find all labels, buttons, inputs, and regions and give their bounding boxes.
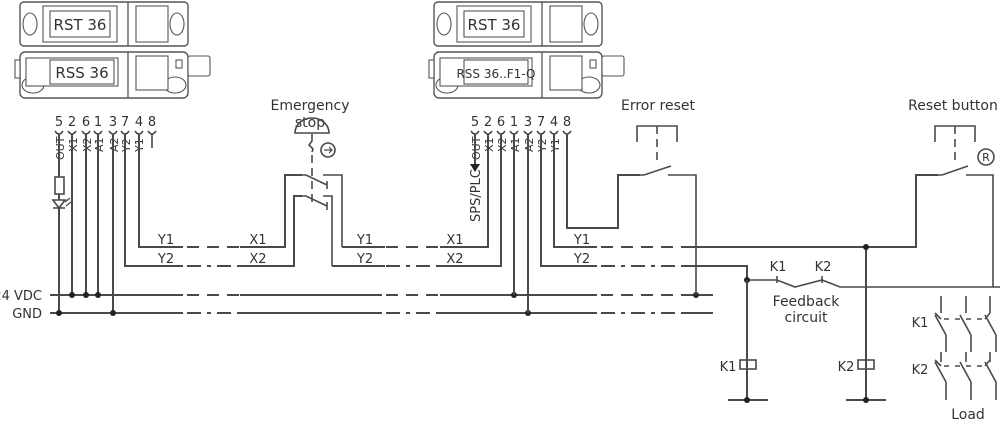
feedback-title-2: circuit bbox=[785, 310, 828, 326]
pin-number: 1 bbox=[94, 115, 102, 130]
signal-label-y2: Y2 bbox=[356, 252, 373, 267]
right-signal-lines: Y1 Y2 bbox=[573, 174, 938, 280]
relay-coil-k2-icon bbox=[857, 359, 875, 370]
pin-name: X1 bbox=[67, 137, 80, 152]
rail-label-24vdc: 24 VDC bbox=[0, 289, 42, 304]
pin-number: 3 bbox=[524, 115, 532, 130]
pin-number: 2 bbox=[484, 115, 492, 130]
device-right: RST 36 RSS 36..F1-Q bbox=[428, 1, 625, 99]
signal-label-x1: X1 bbox=[249, 233, 266, 248]
feedback-k2-label: K2 bbox=[815, 260, 832, 275]
pin-name: X2 bbox=[81, 137, 94, 152]
pin-number: 5 bbox=[471, 115, 479, 130]
pin-name: A1 bbox=[509, 137, 522, 152]
pin-name: X2 bbox=[496, 137, 509, 152]
pin-name: X1 bbox=[483, 137, 496, 152]
pin-name: Y2 bbox=[536, 138, 549, 153]
actuator-label-left: RST 36 bbox=[54, 16, 107, 34]
mushroom-head-icon bbox=[294, 117, 330, 134]
signal-label-y1: Y1 bbox=[356, 233, 373, 248]
pin-number: 5 bbox=[55, 115, 63, 130]
pin-name: A1 bbox=[93, 137, 106, 152]
left-wires bbox=[51, 134, 183, 313]
sensor-label-left: RSS 36 bbox=[55, 64, 108, 82]
pin-number: 4 bbox=[135, 115, 143, 130]
pin-number: 4 bbox=[550, 115, 558, 130]
pin-name: A2 bbox=[523, 137, 536, 152]
rail-label-gnd: GND bbox=[12, 307, 42, 322]
relay-coils: K1 K2 bbox=[720, 244, 886, 403]
estop-title: Emergency bbox=[271, 98, 350, 114]
sensor-rss36-f1q-right: RSS 36..F1-Q bbox=[428, 51, 625, 99]
pin-number: 7 bbox=[537, 115, 545, 130]
actuator-label-right: RST 36 bbox=[468, 16, 521, 34]
error-reset-title: Error reset bbox=[621, 98, 696, 114]
pin-number: 6 bbox=[82, 115, 90, 130]
signal-label-x2: X2 bbox=[249, 252, 266, 267]
signal-label-y1: Y1 bbox=[157, 233, 174, 248]
left-signal-lines: Y1 Y2 X1 X2 bbox=[157, 174, 302, 267]
pin-number: 6 bbox=[497, 115, 505, 130]
signal-label-x2: X2 bbox=[446, 252, 463, 267]
latching-arrow-icon bbox=[320, 142, 336, 158]
reset-r-icon bbox=[977, 148, 995, 166]
signal-label-y1: Y1 bbox=[573, 233, 590, 248]
load-contacts: K1 K2 Load bbox=[912, 296, 997, 423]
reset-button-title: Reset button bbox=[908, 98, 998, 114]
right-pin-header: 5 2 6 1 3 7 4 8 OUT X1 X2 A1 A2 Y2 Y1 SP… bbox=[469, 115, 640, 313]
reset-r-symbol: R bbox=[982, 151, 990, 164]
pin-number: 7 bbox=[121, 115, 129, 130]
reset-button-switch: Reset button R bbox=[908, 98, 998, 287]
sensor-rss36-left: RSS 36 bbox=[14, 51, 211, 99]
error-reset-switch: Error reset bbox=[618, 98, 697, 295]
pin-name: OUT bbox=[470, 136, 483, 160]
relay-k1-label: K1 bbox=[720, 360, 737, 375]
feedback-circuit: K1 K2 Feedback circuit bbox=[744, 260, 1000, 326]
pin-number: 2 bbox=[68, 115, 76, 130]
pin-name: Y1 bbox=[549, 138, 562, 153]
spsplc-label: SPS/PLC bbox=[469, 169, 484, 222]
device-left: RST 36 RSS 36 bbox=[14, 1, 211, 99]
feedback-title: Feedback bbox=[773, 294, 841, 310]
arrow-down-icon bbox=[470, 164, 480, 172]
pin-name: A2 bbox=[108, 137, 121, 152]
pin-name: Y2 bbox=[120, 138, 133, 153]
feedback-k1-label: K1 bbox=[770, 260, 787, 275]
load-k1-label: K1 bbox=[912, 316, 929, 331]
actuator-rst36-right: RST 36 bbox=[433, 1, 603, 47]
signal-label-x1: X1 bbox=[446, 233, 463, 248]
pin-number: 8 bbox=[563, 115, 571, 130]
sensor-label-right: RSS 36..F1-Q bbox=[456, 67, 535, 81]
load-k2-label: K2 bbox=[912, 363, 929, 378]
signal-label-y2: Y2 bbox=[157, 252, 174, 267]
load-label: Load bbox=[951, 407, 985, 423]
pin-number: 3 bbox=[109, 115, 117, 130]
relay-k2-label: K2 bbox=[838, 360, 855, 375]
signal-label-y2: Y2 bbox=[573, 252, 590, 267]
power-rails: 24 VDC GND bbox=[0, 289, 713, 322]
emergency-stop: Emergency stop Y1 Y2 X1 X2 bbox=[271, 98, 502, 267]
pin-number: 8 bbox=[148, 115, 156, 130]
pin-number: 1 bbox=[510, 115, 518, 130]
actuator-rst36-left: RST 36 bbox=[19, 1, 189, 47]
left-pin-header: 5 2 6 1 3 7 4 8 OUT X1 X2 A1 A2 Y2 Y1 bbox=[54, 115, 157, 160]
pin-name: OUT bbox=[54, 136, 67, 160]
led-icon bbox=[51, 197, 72, 210]
relay-coil-k1-icon bbox=[739, 359, 757, 370]
resistor-icon bbox=[54, 176, 65, 195]
